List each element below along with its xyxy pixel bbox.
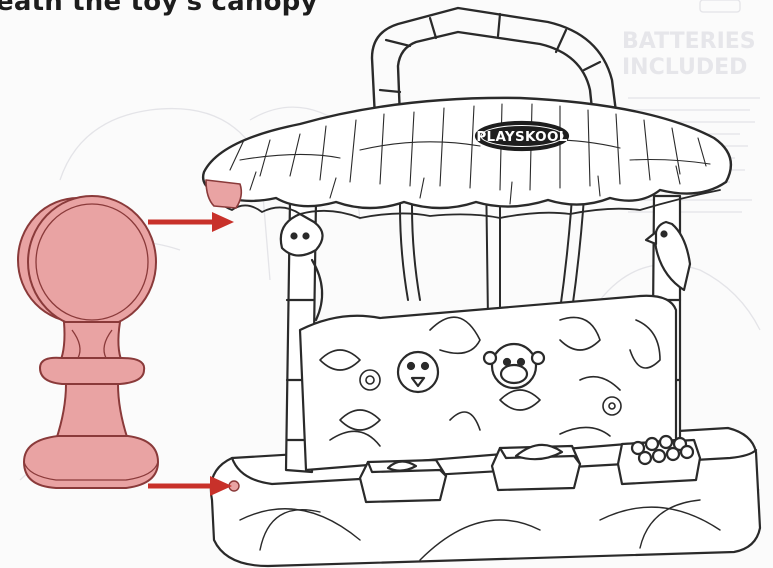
toy-canopy: [203, 98, 731, 208]
food-tray-right: [618, 436, 700, 484]
food-tray-middle: [492, 445, 580, 490]
background-text-2: INCLUDED: [622, 55, 747, 80]
toy-character-bird: [398, 352, 438, 392]
background-text-1: BATTERIES: [622, 29, 756, 54]
post-stand-part-icon: [18, 196, 158, 488]
arrow-right-icon: [148, 212, 234, 232]
canopy-highlight-part: [206, 180, 241, 208]
toy-playset: [203, 8, 760, 566]
toy-jungle-panel: [300, 296, 676, 470]
brand-label: PLAYSKOOL: [476, 129, 567, 145]
food-tray-left: [360, 460, 446, 502]
